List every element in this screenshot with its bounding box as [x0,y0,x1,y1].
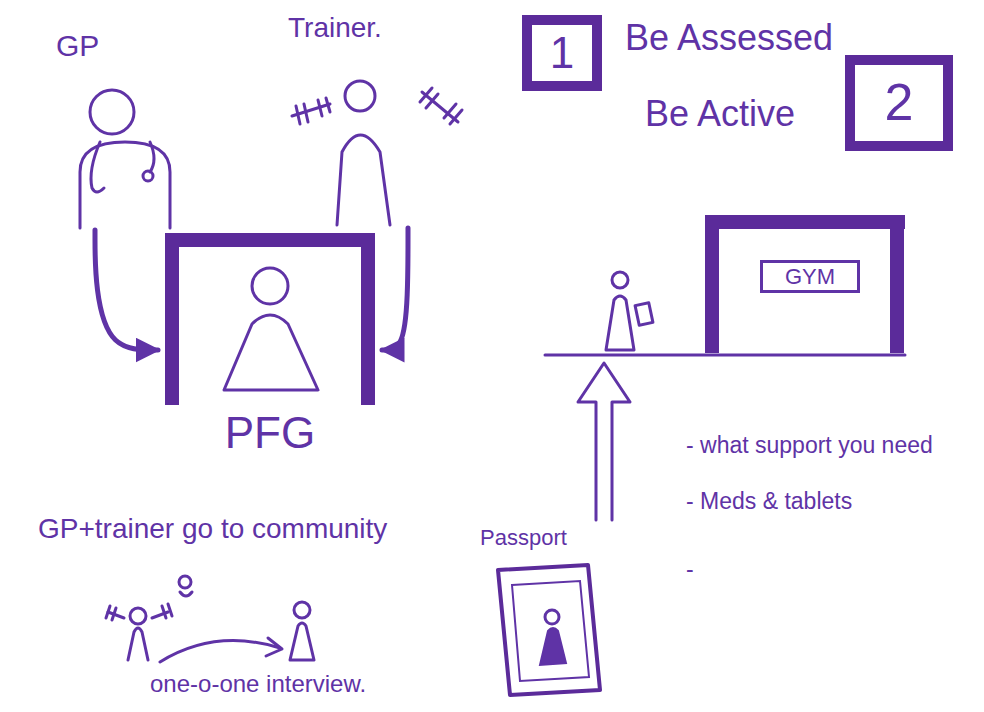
caption-note: one-o-one interview. [150,670,366,699]
passport-page [512,581,589,681]
community-figures [106,576,314,662]
note-item: - Meds & tablets [686,488,852,516]
callout-frame [527,20,597,86]
callout-frame [850,60,948,146]
person-head [252,268,288,304]
node-text: GP [56,29,99,64]
caption-note: GP+trainer go to community [38,512,387,546]
person-body [224,315,318,390]
node-text: Trainer. [288,12,382,44]
flow-arrow [95,230,158,350]
gp-figure [80,90,170,228]
flow-arrow [382,228,408,350]
passport-booklet [498,565,600,695]
node-shape [472,525,612,699]
up-arrow [578,363,630,520]
node-text: 1 [550,28,574,79]
step-label: Be Assessed [625,16,833,59]
node-text: 2 [885,73,914,133]
pfg-box: PFG [160,228,380,478]
passport-node: Passport [472,525,612,699]
gym-sign: GYM [760,260,860,293]
node-text: Passport [480,525,567,550]
pfg-frame [172,240,368,405]
step-label: Be Active [645,92,795,135]
node-text: GYM [785,264,835,289]
gym-scene [545,215,905,355]
passport-photo-head [545,610,559,624]
note-item: - what support you need [686,432,933,460]
node-text: PFG [225,408,315,459]
callout-box: 1 [522,15,602,91]
trainer-figure [292,81,462,225]
trainer-figure-node: Trainer. [280,8,470,228]
note-item: - [686,556,694,584]
callout-box: 2 [845,55,953,151]
gp-figure-node: GP [50,25,180,230]
passport-photo-body [540,628,566,665]
